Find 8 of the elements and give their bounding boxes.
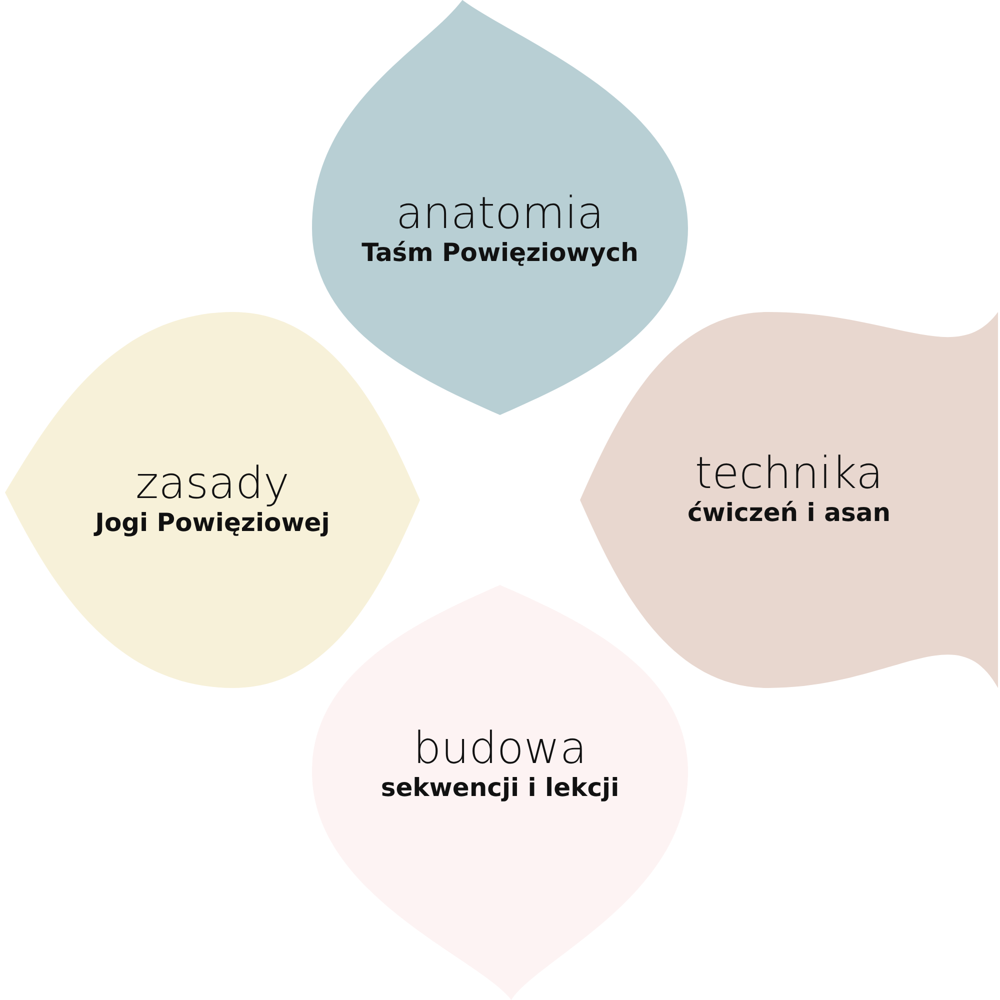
heading-text: zasady	[136, 460, 290, 508]
subheading-text: ćwiczeń i asan	[687, 498, 890, 528]
heading-text: budowa	[413, 725, 587, 774]
subheading-text: sekwencji i lekcji	[380, 773, 620, 804]
subheading-text: Taśm Powięziowych	[362, 238, 638, 268]
heading-text: technika	[694, 450, 884, 498]
heading-text: anatomia	[396, 190, 604, 238]
subheading-text: Jogi Powięziowej	[95, 508, 330, 538]
